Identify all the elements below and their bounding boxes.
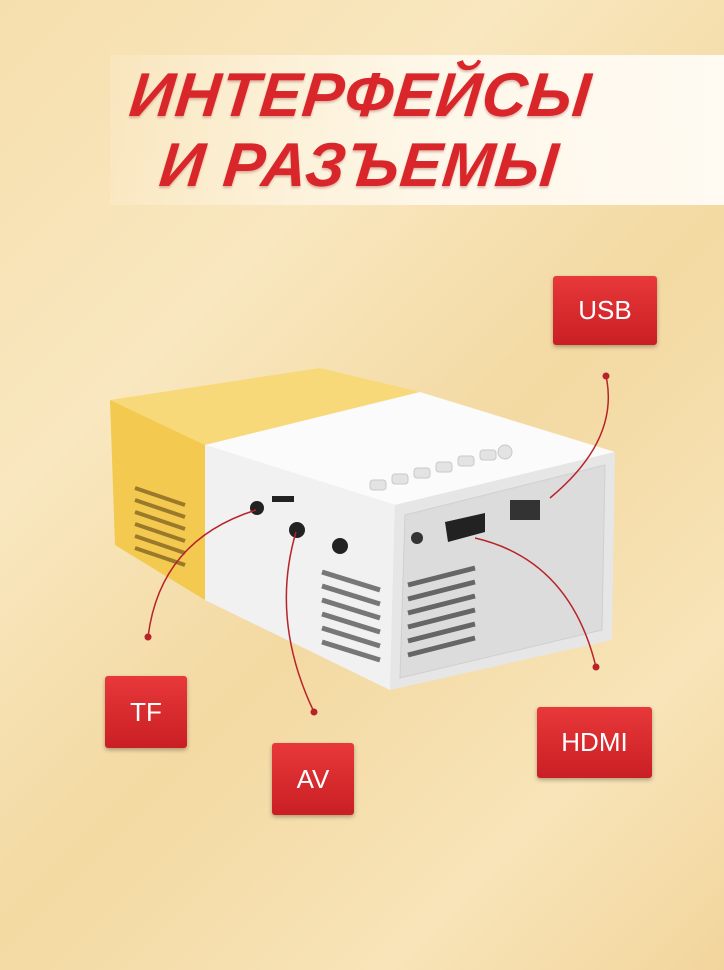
av-label: AV (272, 743, 354, 815)
av-jack (289, 522, 305, 538)
tf-slot (272, 496, 294, 502)
port-hole (332, 538, 348, 554)
usb-port (510, 500, 540, 520)
port-hole (250, 501, 264, 515)
title-banner (110, 55, 724, 205)
hdmi-port (445, 513, 485, 542)
front-vent (321, 569, 381, 663)
usb-label: USB (553, 276, 657, 345)
tf-label: TF (105, 676, 187, 748)
callout-lines (147, 375, 610, 713)
hdmi-label: HDMI (537, 707, 652, 778)
control-buttons (369, 444, 513, 491)
